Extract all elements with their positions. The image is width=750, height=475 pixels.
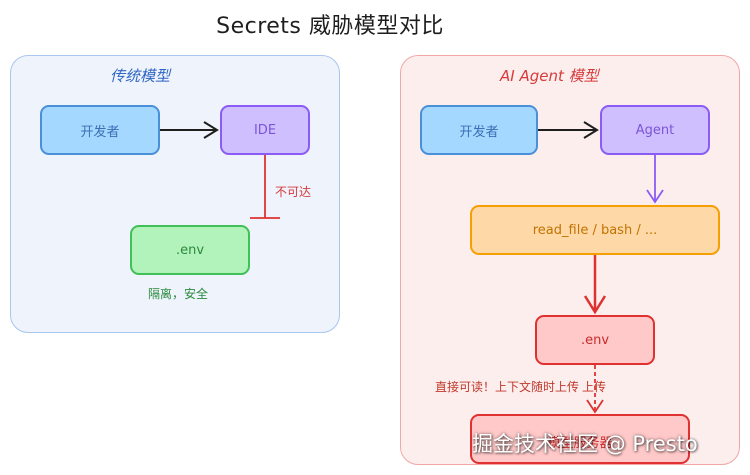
traditional-env-node: .env xyxy=(130,225,250,275)
traditional-ide-node: IDE xyxy=(220,105,310,155)
agent-developer-node: 开发者 xyxy=(420,105,538,155)
developer-to-agent-arrow xyxy=(538,121,599,139)
env-to-provider-arrow xyxy=(586,365,604,414)
tools-to-env-arrow xyxy=(583,255,607,315)
upload-label: 上传 xyxy=(582,380,607,394)
agent-to-tools-arrow xyxy=(646,155,664,204)
agent-env-node: .env xyxy=(535,315,655,365)
blocked-connector xyxy=(250,155,280,219)
tools-node: read_file / bash / ... xyxy=(470,205,720,255)
isolation-note: 隔离，安全 xyxy=(148,287,209,301)
traditional-model-title: 传统模型 xyxy=(110,67,171,85)
watermark: 掘金技术社区 @ Presto xyxy=(472,432,698,456)
traditional-developer-node: 开发者 xyxy=(40,105,160,155)
readable-note: 直接可读！上下文随时上传 xyxy=(435,380,580,394)
ai-agent-model-title: AI Agent 模型 xyxy=(500,67,599,85)
diagram-title: Secrets 威胁模型对比 xyxy=(216,14,444,39)
agent-node: Agent xyxy=(600,105,710,155)
unreachable-label: 不可达 xyxy=(275,185,312,199)
developer-to-ide-arrow xyxy=(160,121,219,139)
traditional-model-panel xyxy=(10,55,340,333)
model-provider-node: 模型服务器 xyxy=(470,414,690,464)
